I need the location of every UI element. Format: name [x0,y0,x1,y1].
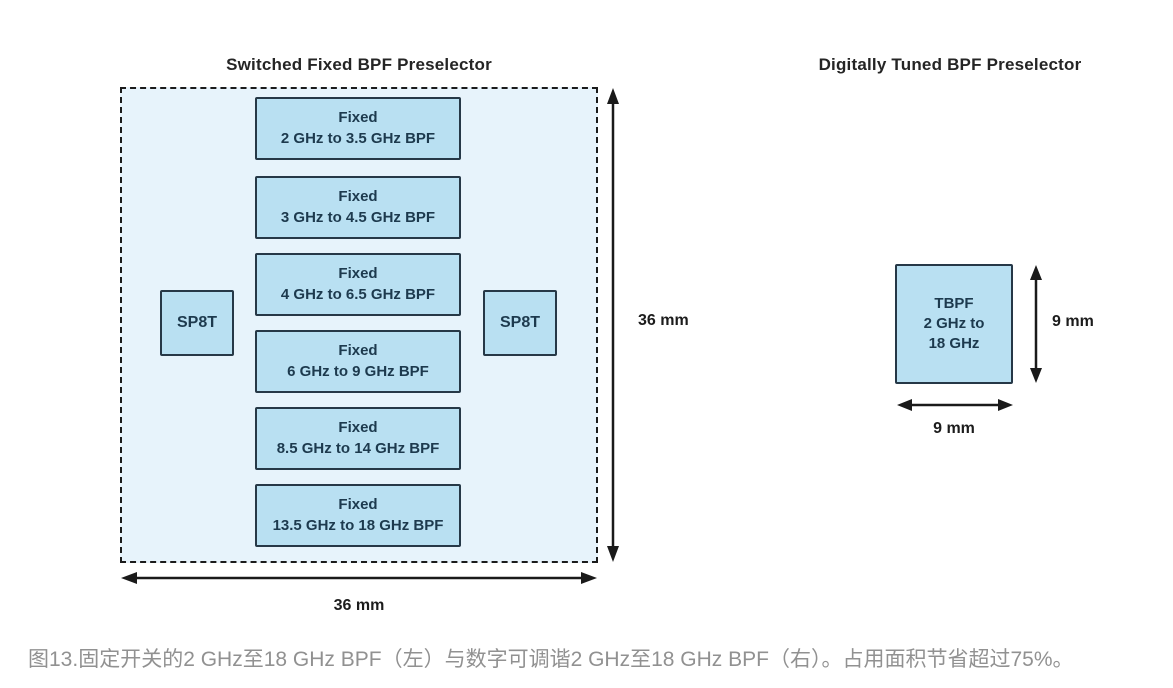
fixed-bpf-5-line1: Fixed [338,419,378,437]
sp8t-right-label: SP8T [499,314,540,331]
figure-caption: 图13.固定开关的2 GHz至18 GHz BPF（左）与数字可调谐2 GHz至… [28,648,1074,671]
fixed-bpf-6-line1: Fixed [338,496,378,514]
fixed-bpf-3-line1: Fixed [338,265,378,283]
width-dimension-arrow-left [121,572,597,584]
sp8t-left-label: SP8T [176,314,217,331]
height-dimension-arrow-left [607,88,619,562]
right-panel-title: Digitally Tuned BPF Preselector [818,55,1082,74]
fixed-bpf-3-line2: 4 GHz to 6.5 GHz BPF [280,285,436,303]
fixed-bpf-2-line1: Fixed [338,188,378,206]
fixed-bpf-block-4: Fixed 6 GHz to 9 GHz BPF [255,330,461,393]
right-height-label: 9 mm [1052,313,1094,330]
left-width-label: 36 mm [333,597,385,614]
right-width-label: 9 mm [933,420,975,437]
fixed-bpf-block-2: Fixed 3 GHz to 4.5 GHz BPF [255,176,461,239]
tbpf-line1: TBPF [934,294,974,312]
sp8t-switch-right: SP8T [483,290,557,356]
fixed-bpf-block-5: Fixed 8.5 GHz to 14 GHz BPF [255,407,461,470]
fixed-bpf-5-line2: 8.5 GHz to 14 GHz BPF [276,439,440,457]
fixed-bpf-block-6: Fixed 13.5 GHz to 18 GHz BPF [255,484,461,547]
fixed-bpf-2-line2: 3 GHz to 4.5 GHz BPF [280,208,436,226]
height-dimension-arrow-right [1030,265,1042,383]
tbpf-block: TBPF 2 GHz to 18 GHz [895,264,1013,384]
left-panel-title: Switched Fixed BPF Preselector [226,55,492,74]
tbpf-line2: 2 GHz to [923,314,985,332]
fixed-bpf-block-3: Fixed 4 GHz to 6.5 GHz BPF [255,253,461,316]
fixed-bpf-4-line1: Fixed [338,342,378,360]
fixed-bpf-1-line2: 2 GHz to 3.5 GHz BPF [280,129,436,147]
fixed-bpf-4-line2: 6 GHz to 9 GHz BPF [287,362,429,380]
fixed-bpf-6-line2: 13.5 GHz to 18 GHz BPF [272,516,444,534]
tbpf-line3: 18 GHz [928,335,980,353]
left-height-label: 36 mm [638,312,689,329]
fixed-bpf-block-1: Fixed 2 GHz to 3.5 GHz BPF [255,97,461,160]
sp8t-switch-left: SP8T [160,290,234,356]
width-dimension-arrow-right [897,399,1013,411]
fixed-bpf-1-line1: Fixed [338,109,378,127]
